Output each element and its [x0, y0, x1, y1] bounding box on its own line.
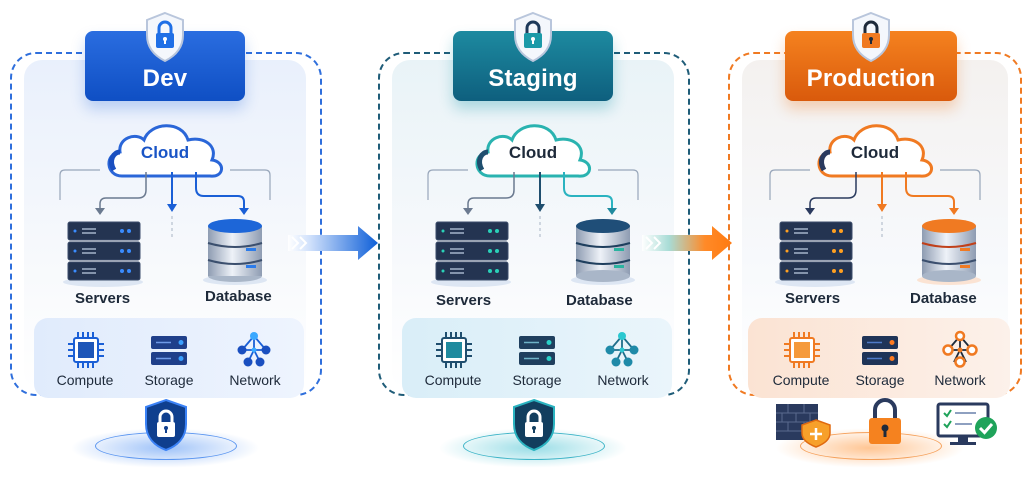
security-shield-icon[interactable] [511, 398, 557, 452]
cloud-connectors [427, 169, 639, 240]
storage-label: Storage [855, 372, 905, 388]
servers-label: Servers [436, 292, 492, 309]
servers-label: Servers [785, 290, 841, 307]
database-label: Database [910, 290, 977, 307]
tier-title: Staging [488, 65, 578, 92]
cpu-chip-icon[interactable] [66, 330, 106, 370]
monitor-checklist-icon[interactable] [936, 402, 1000, 448]
storage-server-icon[interactable] [517, 330, 557, 370]
database-icon[interactable] [568, 218, 638, 286]
network-nodes-icon[interactable] [940, 330, 980, 370]
storage-label: Storage [512, 372, 562, 388]
storage-server-icon[interactable] [149, 330, 189, 370]
compute-label: Compute [424, 372, 482, 388]
storage-server-icon[interactable] [860, 330, 900, 370]
database-label: Database [566, 292, 633, 309]
stage-production: Production Cloud [720, 0, 1024, 501]
infrastructure-panel: Compute Storage Network [402, 318, 672, 398]
compute-label: Compute [56, 372, 114, 388]
shield-lock-icon [852, 11, 890, 63]
cloud-label: Cloud [850, 143, 900, 162]
tier-title: Dev [142, 65, 188, 92]
infrastructure-panel: Compute Storage Network [748, 318, 1010, 398]
servers-label: Servers [75, 290, 131, 307]
cloud-label: Cloud [140, 143, 190, 162]
network-nodes-icon[interactable] [234, 330, 274, 370]
database-icon[interactable] [914, 218, 984, 286]
servers-icon[interactable] [770, 218, 860, 288]
network-label: Network [597, 372, 649, 388]
servers-icon[interactable] [426, 218, 516, 288]
network-nodes-icon[interactable] [602, 330, 642, 370]
infrastructure-panel: Compute Storage Network [34, 318, 304, 398]
compute-label: Compute [772, 372, 830, 388]
network-label: Network [934, 372, 986, 388]
shield-lock-icon [146, 11, 184, 63]
shield-lock-icon [514, 11, 552, 63]
cloud-label: Cloud [508, 143, 558, 162]
tier-header-dev[interactable]: Dev [85, 11, 245, 101]
cloud-connectors [59, 169, 271, 240]
tier-title: Production [806, 65, 936, 92]
stage-staging: Staging Cloud [368, 0, 698, 501]
cloud-icon[interactable] [468, 114, 598, 182]
database-label: Database [205, 288, 272, 305]
security-shield-icon[interactable] [143, 398, 189, 452]
transition-arrow-staging-production [642, 226, 732, 260]
storage-label: Storage [144, 372, 194, 388]
cloud-connectors [769, 169, 981, 240]
padlock-icon[interactable] [866, 398, 904, 446]
stage-dev: Dev Cloud [0, 0, 330, 501]
cloud-icon[interactable] [100, 114, 230, 182]
cpu-chip-icon[interactable] [434, 330, 474, 370]
firewall-shield-icon[interactable] [774, 402, 834, 448]
database-icon[interactable] [200, 218, 270, 286]
transition-arrow-dev-staging [288, 226, 378, 260]
servers-icon[interactable] [58, 218, 148, 288]
cloud-icon[interactable] [810, 114, 940, 182]
network-label: Network [229, 372, 281, 388]
tier-header-production[interactable]: Production [785, 11, 957, 101]
tier-header-staging[interactable]: Staging [453, 11, 613, 101]
cpu-chip-icon[interactable] [782, 330, 822, 370]
